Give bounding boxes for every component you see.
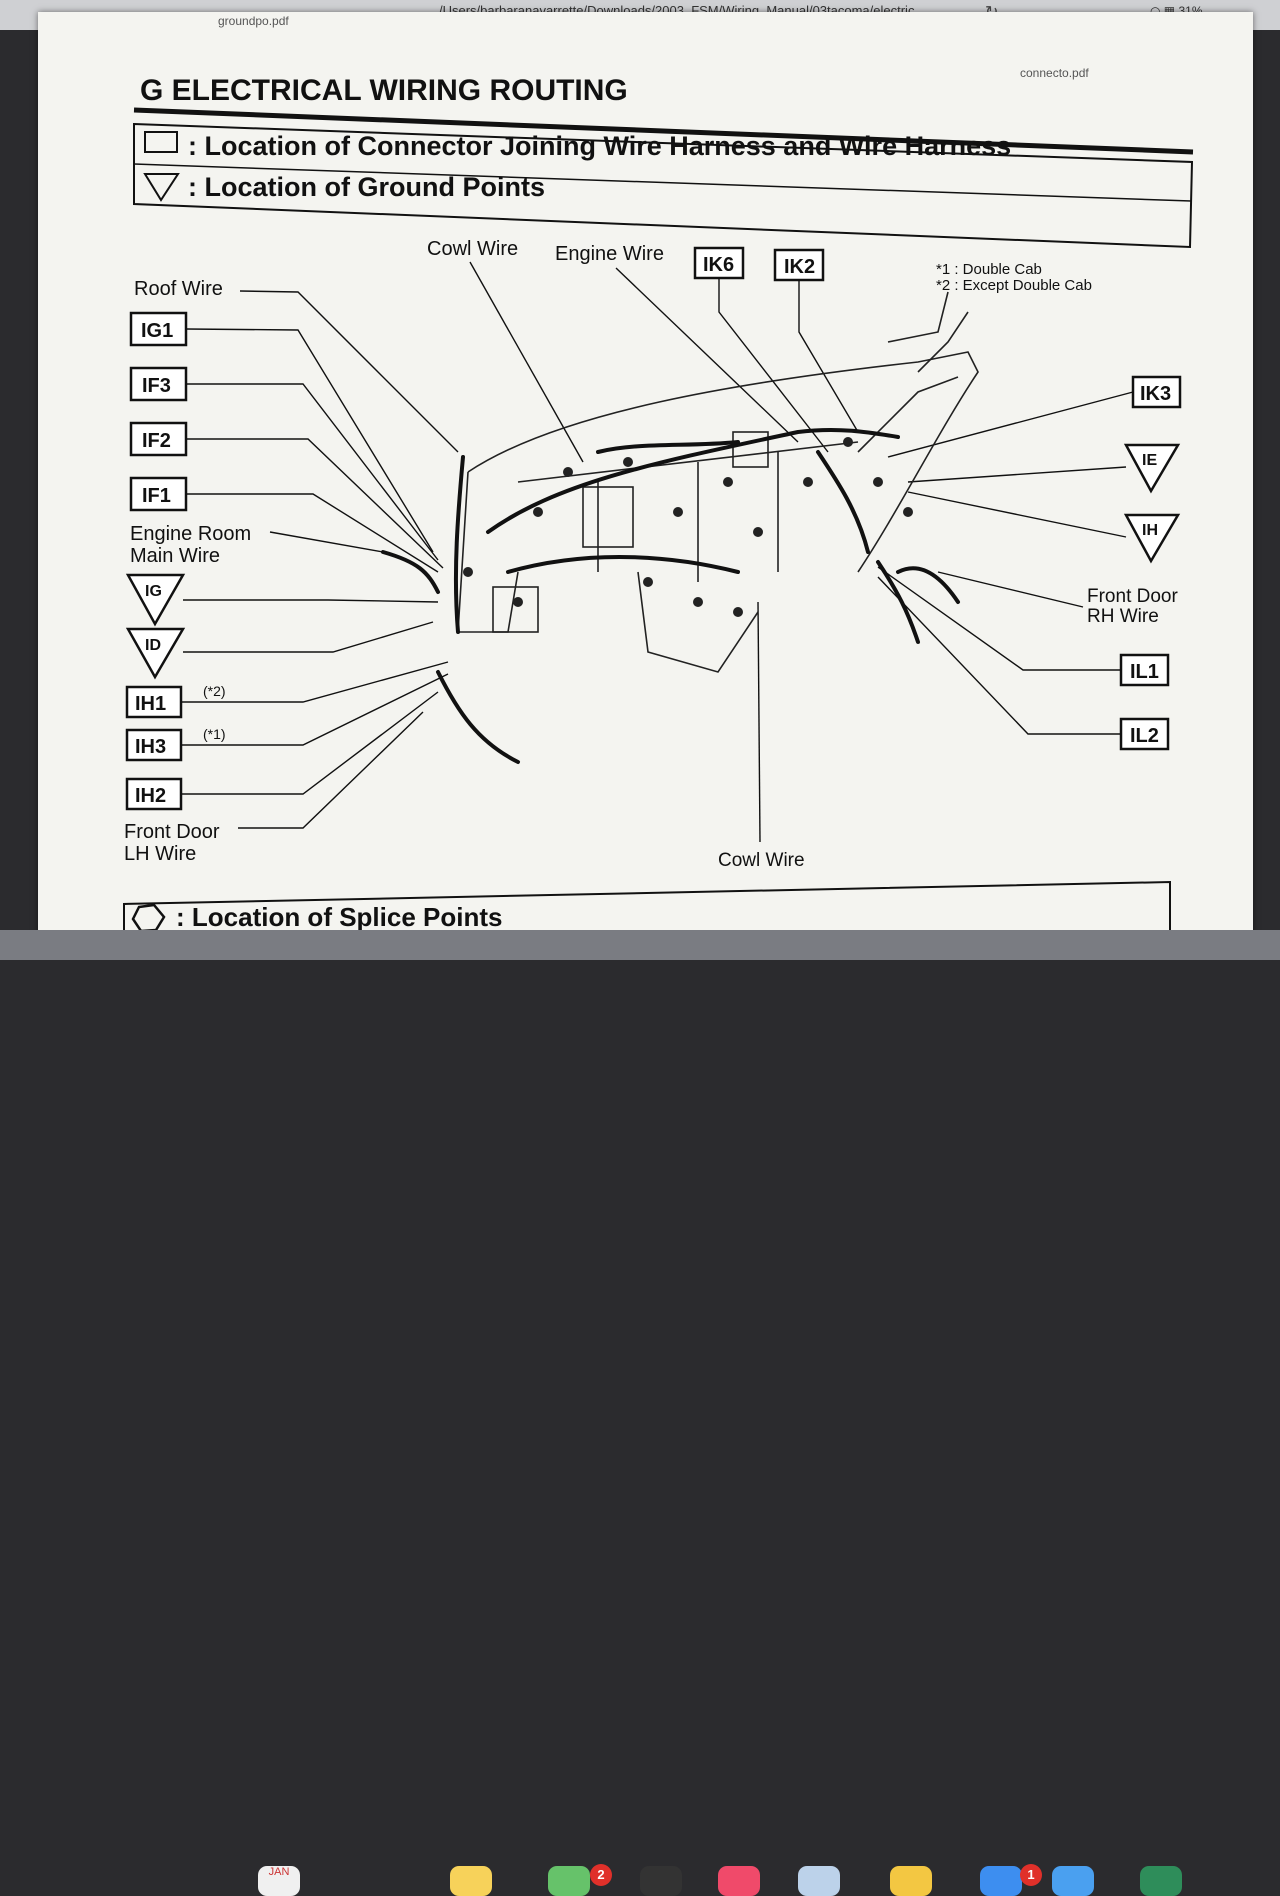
tab-connecto[interactable]: connecto.pdf [1020,66,1089,80]
label-front-door-lh-2: LH Wire [124,843,196,865]
safari-app-icon[interactable] [1052,1866,1094,1896]
wiring-diagram: G ELECTRICAL WIRING ROUTING : Location o… [123,74,1194,937]
connector-ih2: IH2 [135,785,166,807]
leader-lines [181,261,1134,843]
label-engine-wire: Engine Wire [555,243,664,265]
ground-legend-icon [143,173,180,202]
ground-id: ID [145,637,161,654]
splice-legend-icon [131,903,166,933]
connector-ih3: IH3 [135,736,166,758]
connector-box-il1 [1119,653,1170,687]
connector-box-ig1 [129,311,188,347]
connector-il1: IL1 [1130,661,1159,683]
connector-ik3: IK3 [1140,383,1171,405]
label-front-door-rh-1: Front Door [1087,586,1178,607]
connector-legend-icon [144,131,178,153]
legend-ground: : Location of Ground Points [188,172,545,202]
connector-ik2: IK2 [784,256,815,278]
contacts-app-icon[interactable] [640,1866,682,1896]
connector-ik6: IK6 [703,254,734,276]
dashboard-illustration [457,291,979,673]
ground-ie: IE [1142,452,1157,469]
dock: JAN 2 1 [0,930,1280,1896]
label-engine-room-1: Engine Room [130,523,251,545]
messages-badge: 2 [590,1864,612,1886]
mark-ih1: (*2) [203,683,226,699]
tab-groundpo[interactable]: groundpo.pdf [218,14,289,28]
connector-box-il2 [1119,717,1170,751]
messages-app-icon[interactable] [548,1866,590,1896]
connector-ih1: IH1 [135,693,166,715]
ground-ih: IH [1142,522,1158,539]
ground-triangle-ie [1123,443,1181,494]
appstore-badge: 1 [1020,1864,1042,1886]
connector-box-ik6 [693,246,745,280]
note-double-cab: *1 : Double Cab [936,261,1042,278]
notes-app-icon[interactable] [450,1866,492,1896]
ground-triangle-ih [1123,513,1181,564]
ground-ig: IG [145,583,162,600]
ground-triangle-ig [125,573,186,627]
ground-triangle-id [125,627,186,680]
mail-app-icon[interactable] [798,1866,840,1896]
label-cowl-wire-bottom: Cowl Wire [718,850,805,871]
mark-ih3: (*1) [203,726,226,742]
connector-box-ih2 [125,777,183,811]
calendar-app-icon[interactable]: JAN [258,1866,300,1896]
facetime-app-icon[interactable] [1140,1866,1182,1896]
legend-splice: : Location of Splice Points [176,902,502,932]
label-front-door-rh-2: RH Wire [1087,606,1159,627]
photos-app-icon[interactable] [890,1866,932,1896]
connector-box-ih3 [125,728,183,762]
wire-harness [381,427,960,764]
connector-il2: IL2 [1130,725,1159,747]
label-roof-wire: Roof Wire [134,278,223,300]
pdf-page: groundpo.pdf connecto.pdf G ELECTRICAL W… [38,12,1253,942]
calendar-label: JAN [268,1866,290,1878]
connector-box-ih1 [125,685,183,719]
legend-connector: : Location of Connector Joining Wire Har… [188,131,1011,161]
connector-if3: IF3 [142,375,171,397]
connector-ig1: IG1 [141,320,173,342]
music-app-icon[interactable] [718,1866,760,1896]
note-except-double-cab: *2 : Except Double Cab [936,277,1092,294]
section-title: G ELECTRICAL WIRING ROUTING [140,74,628,107]
label-front-door-lh-1: Front Door [124,821,220,843]
label-engine-room-2: Main Wire [130,545,220,567]
connector-if2: IF2 [142,430,171,452]
appstore-app-icon[interactable] [980,1866,1022,1896]
connector-dots [463,437,913,617]
label-cowl-wire-top: Cowl Wire [427,238,518,260]
connector-if1: IF1 [142,485,171,507]
